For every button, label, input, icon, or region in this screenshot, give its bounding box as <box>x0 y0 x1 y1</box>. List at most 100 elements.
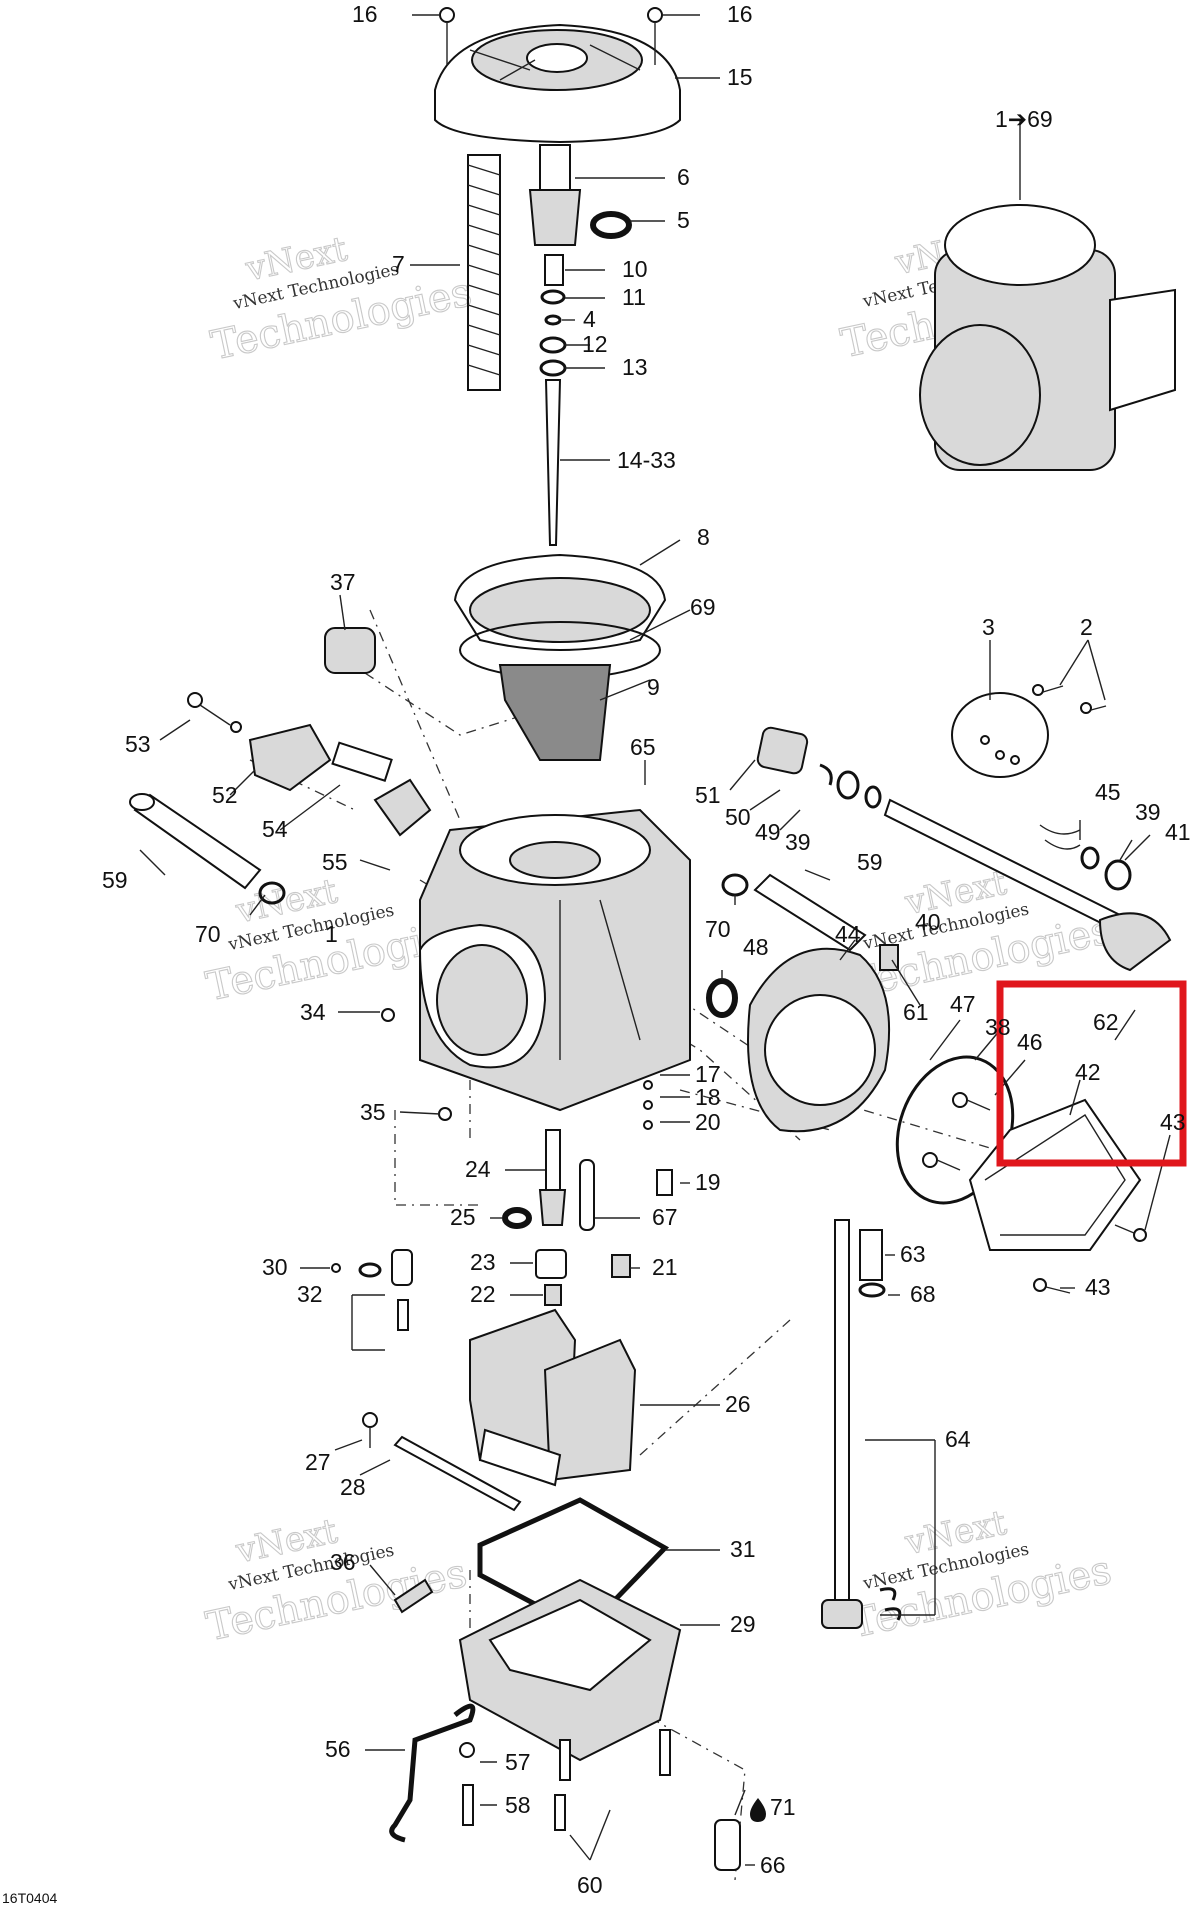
tube-59-left <box>129 793 262 890</box>
drain-tube-56 <box>389 1703 476 1843</box>
screw-16-left <box>439 7 455 65</box>
callout-16-left: 16 <box>352 1 378 27</box>
watermark-top-left: vNext vNext Technologies Technologies <box>207 228 477 369</box>
callout-60: 60 <box>577 1872 603 1898</box>
callout-1: 1 <box>325 921 338 947</box>
spring-7 <box>467 154 501 391</box>
plug-37 <box>324 627 376 674</box>
bolts-lower <box>459 1729 671 1831</box>
callout-11: 11 <box>622 284 646 310</box>
callout-10: 10 <box>622 256 648 282</box>
callout-21: 21 <box>652 1254 678 1280</box>
washer-68 <box>858 1282 886 1298</box>
callout-2: 2 <box>1080 614 1093 640</box>
throttle-shaft <box>756 726 1172 972</box>
fitting-61 <box>879 944 899 971</box>
callout-68: 68 <box>910 1281 936 1307</box>
callout-66: 66 <box>760 1852 786 1878</box>
callout-53: 53 <box>125 731 151 757</box>
callout-6: 6 <box>677 164 690 190</box>
callout-40: 40 <box>915 909 941 935</box>
callout-71: 71 <box>770 1794 796 1820</box>
cover-42 <box>968 1098 1142 1251</box>
clamp-70-left <box>258 881 286 905</box>
callout-58: 58 <box>505 1792 531 1818</box>
callout-43-b: 43 <box>1085 1274 1111 1300</box>
callout-15: 15 <box>727 64 753 90</box>
needle-assembly <box>528 144 632 546</box>
leader-lines <box>139 14 1171 1866</box>
callout-70-right: 70 <box>705 916 731 942</box>
callout-69: 69 <box>690 594 716 620</box>
callout-42: 42 <box>1075 1059 1101 1085</box>
callout-9: 9 <box>647 674 660 700</box>
callout-48: 48 <box>743 934 769 960</box>
callout-39-b: 39 <box>1135 799 1161 825</box>
callout-54: 54 <box>262 816 288 842</box>
callout-61: 61 <box>903 999 929 1025</box>
side-cover-44 <box>747 947 891 1133</box>
callout-34: 34 <box>300 999 326 1025</box>
callout-22: 22 <box>470 1281 496 1307</box>
screw-27 <box>362 1412 378 1448</box>
callout-7: 7 <box>392 251 405 277</box>
callout-8: 8 <box>697 524 710 550</box>
callout-47: 47 <box>950 991 976 1017</box>
float-pin-28 <box>393 1435 522 1512</box>
callout-3: 3 <box>982 614 995 640</box>
drawing-code: 16T0404 <box>2 1890 57 1906</box>
callout-12: 12 <box>582 331 608 357</box>
float-26 <box>469 1308 637 1487</box>
callout-55: 55 <box>322 849 348 875</box>
callout-28: 28 <box>340 1474 366 1500</box>
callout-67: 67 <box>652 1204 678 1230</box>
watermark-bottom-right: vNext vNext Technologies Technologies <box>846 1502 1116 1647</box>
inset-carburetor <box>919 204 1176 471</box>
callout-39-a: 39 <box>785 829 811 855</box>
float-bowl-29 <box>458 1578 682 1762</box>
callout-32: 32 <box>297 1281 323 1307</box>
callout-62: 62 <box>1093 1009 1119 1035</box>
callout-64: 64 <box>945 1426 971 1452</box>
callout-65: 65 <box>630 734 656 760</box>
callout-37: 37 <box>330 569 356 595</box>
callout-31: 31 <box>730 1536 756 1562</box>
callout-25: 25 <box>450 1204 476 1230</box>
callout-23: 23 <box>470 1249 496 1275</box>
callout-59-right: 59 <box>857 849 883 875</box>
callout-26: 26 <box>725 1391 751 1417</box>
throttle-plate-3 <box>951 684 1107 778</box>
callout-49: 49 <box>755 819 781 845</box>
callout-18: 18 <box>695 1084 721 1110</box>
callout-24: 24 <box>465 1156 491 1182</box>
callout-45: 45 <box>1095 779 1121 805</box>
callout-36: 36 <box>330 1549 356 1575</box>
choke-assembly <box>187 692 432 837</box>
callout-29: 29 <box>730 1611 756 1637</box>
callout-52: 52 <box>212 782 238 808</box>
tube-59-right <box>753 873 867 952</box>
callout-59-left: 59 <box>102 867 128 893</box>
callout-30: 30 <box>262 1254 288 1280</box>
highlight-box <box>996 980 1187 1167</box>
callout-1-69: 1➔69 <box>995 106 1053 132</box>
callout-46: 46 <box>1017 1029 1043 1055</box>
callout-43-a: 43 <box>1160 1109 1186 1135</box>
callout-51: 51 <box>695 782 721 808</box>
callout-63: 63 <box>900 1241 926 1267</box>
rod-64 <box>821 1219 902 1629</box>
callout-4: 4 <box>583 306 596 332</box>
cap-66 <box>714 1819 741 1871</box>
callout-70-left: 70 <box>195 921 221 947</box>
diaphragm-slide <box>453 553 667 761</box>
carburetor-body <box>418 808 691 1112</box>
callout-41: 41 <box>1165 819 1191 845</box>
callout-35: 35 <box>360 1099 386 1125</box>
clamp-70-right <box>721 873 749 897</box>
spring-63 <box>859 1229 883 1281</box>
screws-43 <box>1033 1224 1147 1294</box>
callout-38: 38 <box>985 1014 1011 1040</box>
callout-5: 5 <box>677 207 690 233</box>
callout-27: 27 <box>305 1449 331 1475</box>
screw-36 <box>393 1578 434 1614</box>
